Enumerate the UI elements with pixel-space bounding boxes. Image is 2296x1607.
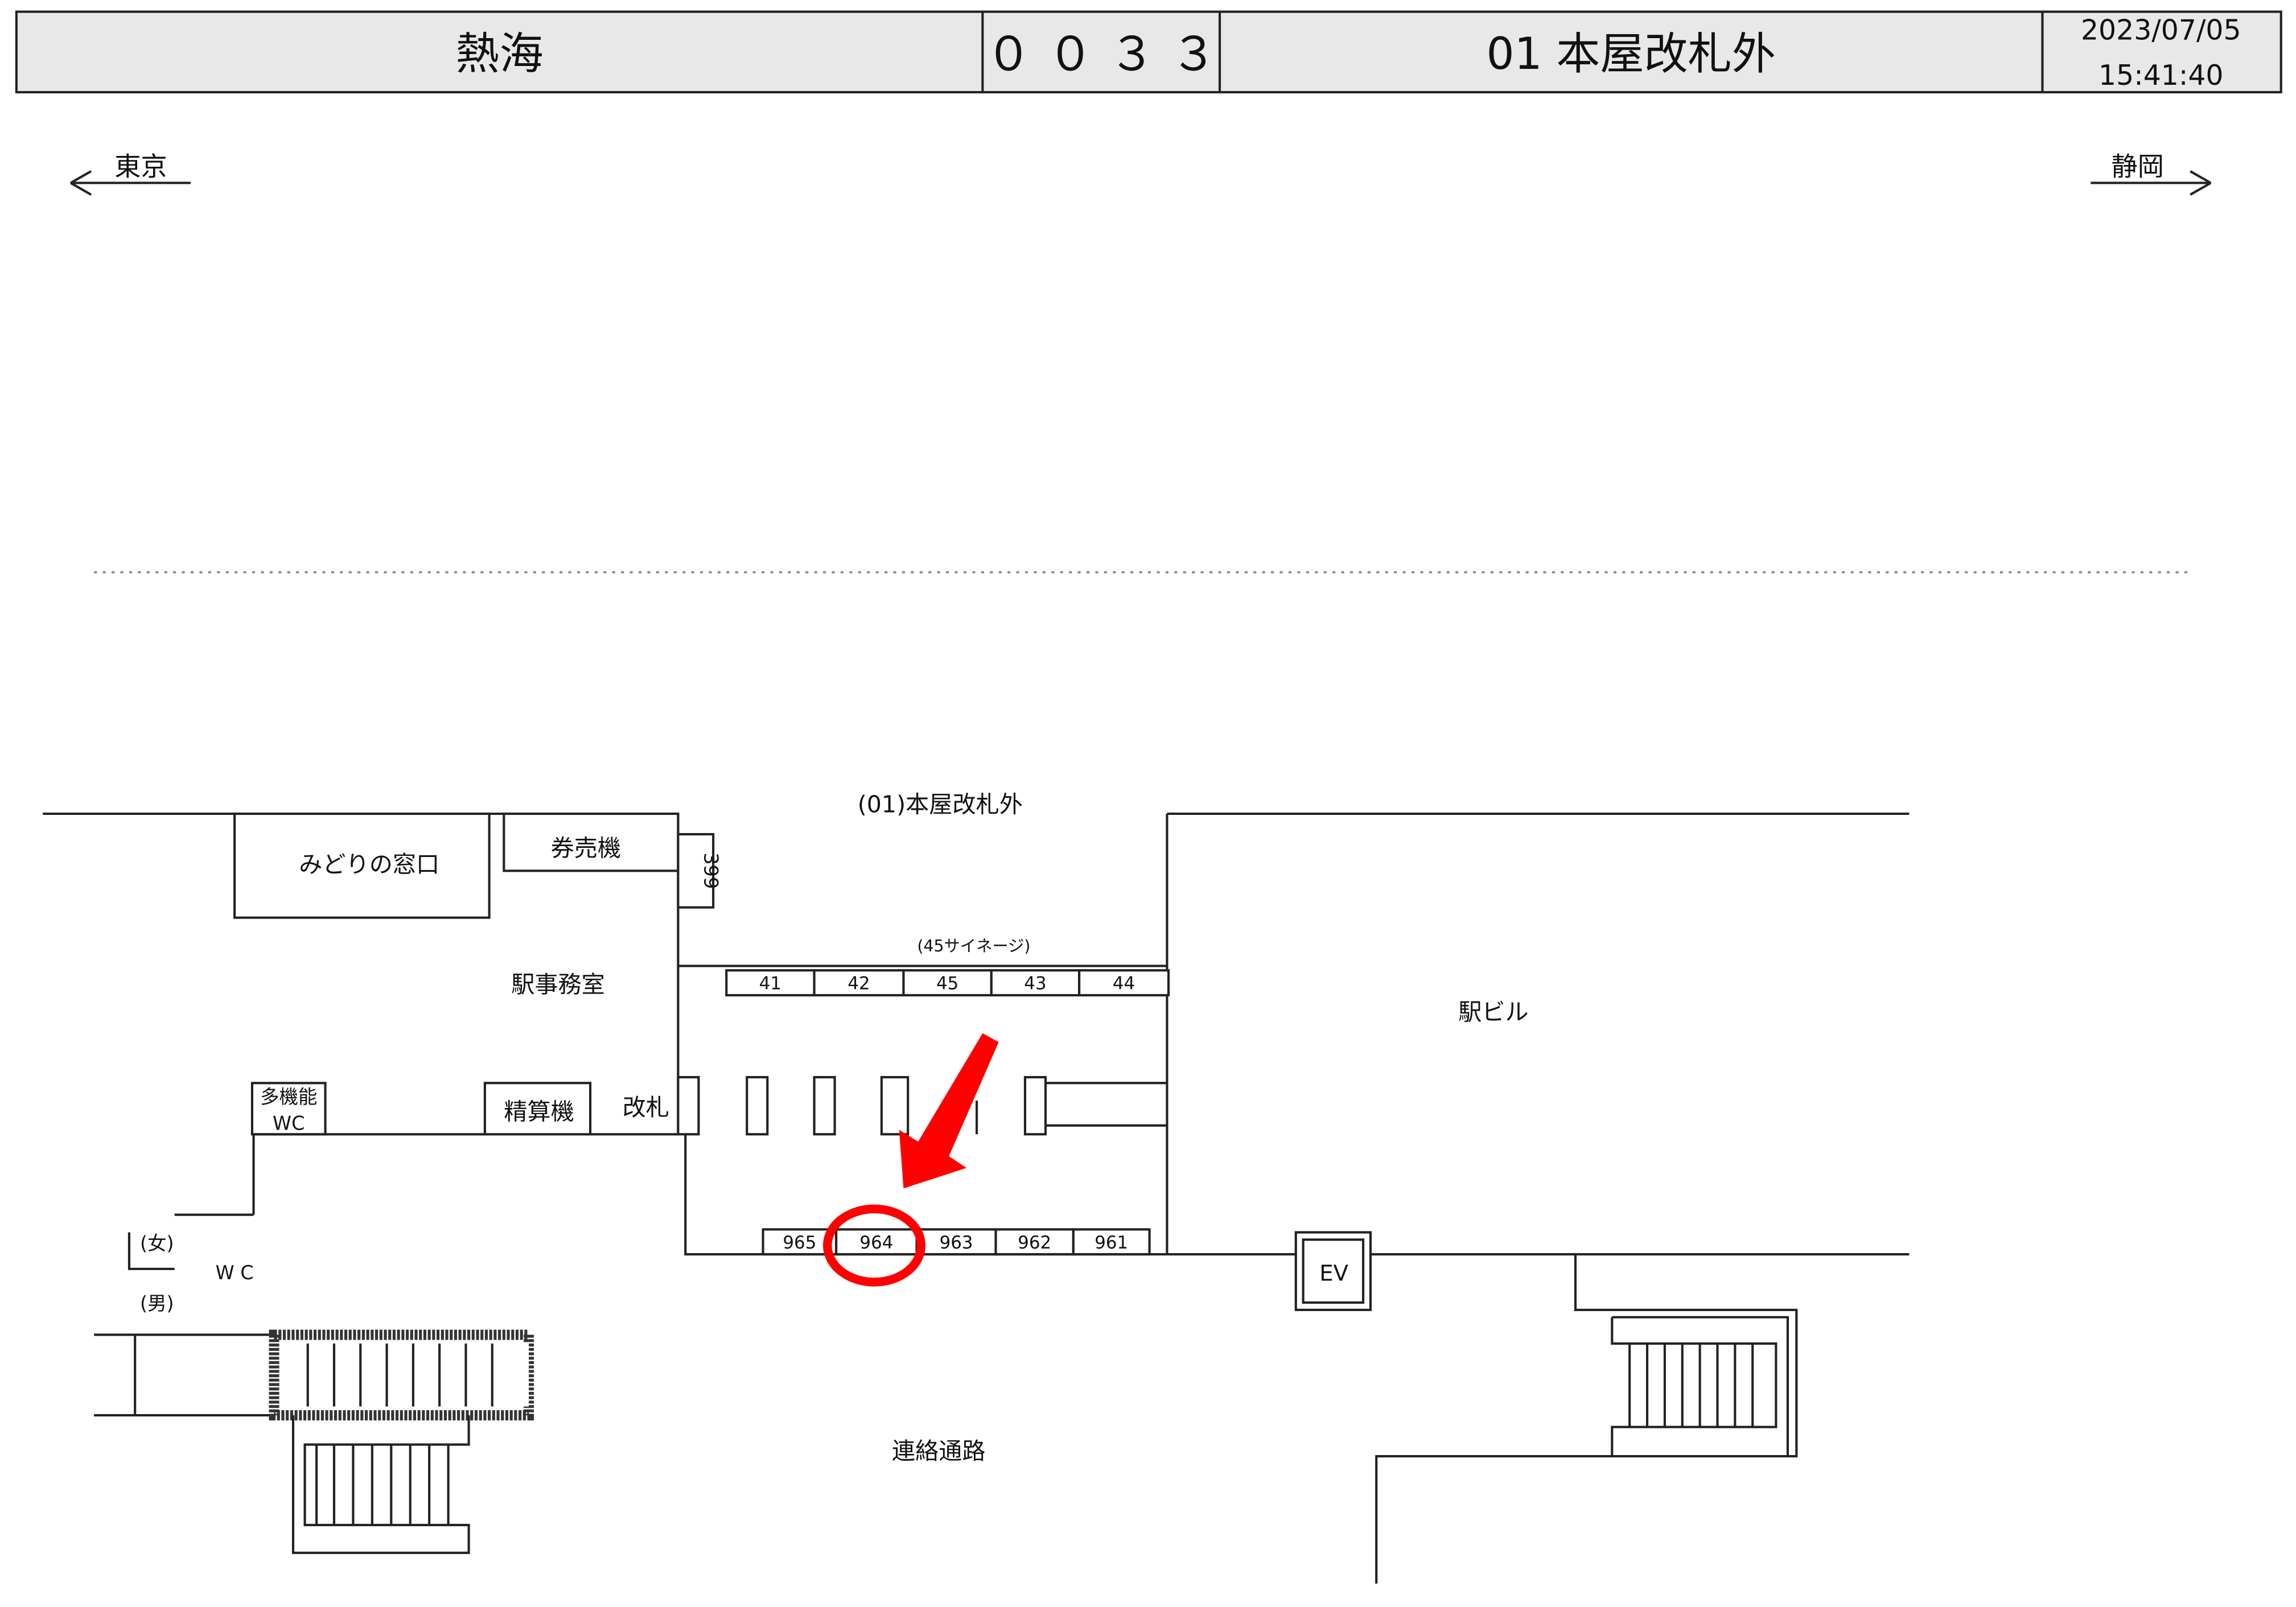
- ad-board-label: 43: [1024, 974, 1046, 994]
- signage-label: (45サイネージ): [917, 937, 1030, 955]
- ad-board-label: 965: [783, 1233, 816, 1253]
- gate-label: 改札: [623, 1094, 669, 1121]
- ad-board[interactable]: [1078, 969, 1170, 996]
- ad-board-label: 964: [859, 1233, 893, 1253]
- ad-board-label: 962: [1018, 1233, 1051, 1253]
- multi-wc-label: 多機能: [260, 1086, 317, 1108]
- gate-unit: [677, 1076, 700, 1136]
- ad-board[interactable]: [1072, 1228, 1151, 1256]
- header-bar: 熱海 ０ ０ ３ ３ 01 本屋改札外 2023/07/05 15:41:40: [15, 10, 2282, 94]
- midori-window: [233, 812, 491, 919]
- floor-plan: (01)本屋改札外 みどりの窓口 券売機 399 駅事務室 (45サイネージ) …: [43, 790, 1910, 1584]
- passage-label: 連絡通路: [892, 1437, 986, 1465]
- area-name: 01 本屋改札外: [1487, 28, 1776, 80]
- ad-board-label: 963: [940, 1233, 973, 1253]
- men-label: (男): [140, 1292, 174, 1315]
- ad-board-label: 44: [1113, 974, 1135, 994]
- highlight-marker: [823, 1033, 999, 1287]
- ad-board-label: 45: [936, 974, 958, 994]
- multi-wc-label-2: WC: [273, 1112, 305, 1135]
- direction-right-label: 静岡: [2111, 151, 2164, 182]
- red-arrow-icon: [899, 1033, 999, 1189]
- highlight-circle: [823, 1204, 926, 1287]
- stairs-left: [94, 1329, 534, 1554]
- gate-unit: [813, 1076, 836, 1136]
- direction-right: 静岡: [2091, 151, 2212, 196]
- elevator-label: EV: [1319, 1260, 1348, 1286]
- board-399: [677, 833, 715, 909]
- wc-label: W C: [216, 1262, 254, 1284]
- ad-board[interactable]: [813, 969, 905, 996]
- gate-unit: [746, 1076, 769, 1136]
- station-building-label: 駅ビル: [1458, 999, 1528, 1026]
- women-label: (女): [140, 1232, 174, 1254]
- ad-board-label: 41: [759, 974, 781, 994]
- station-code: ０ ０ ３ ３: [985, 27, 1217, 81]
- gate-unit: [880, 1076, 910, 1136]
- upper-board-row: 41 42 45 43 44: [725, 969, 1170, 996]
- stairs-right: [1611, 1316, 1789, 1457]
- fare-adjust-label: 精算機: [504, 1098, 574, 1126]
- direction-left-label: 東京: [114, 151, 167, 182]
- gate-unit: [1023, 1076, 1047, 1136]
- midori-label: みどりの窓口: [299, 851, 439, 878]
- ad-board-label: 961: [1094, 1233, 1128, 1253]
- time-text: 15:41:40: [2099, 59, 2223, 92]
- arrow-right-icon: [2091, 170, 2212, 196]
- date-text: 2023/07/05: [2081, 14, 2241, 46]
- office-label: 駅事務室: [511, 971, 605, 998]
- board-399-label: 399: [700, 852, 722, 889]
- ticket-machine-label: 券売機: [551, 835, 621, 862]
- arrow-left-icon: [70, 170, 191, 196]
- station-name: 熱海: [455, 28, 543, 80]
- direction-left: 東京: [70, 151, 191, 196]
- lower-board-row: 965 964 963 962 961: [762, 1228, 1151, 1256]
- ad-board-label: 42: [847, 974, 870, 994]
- area-title: (01)本屋改札外: [858, 790, 1023, 818]
